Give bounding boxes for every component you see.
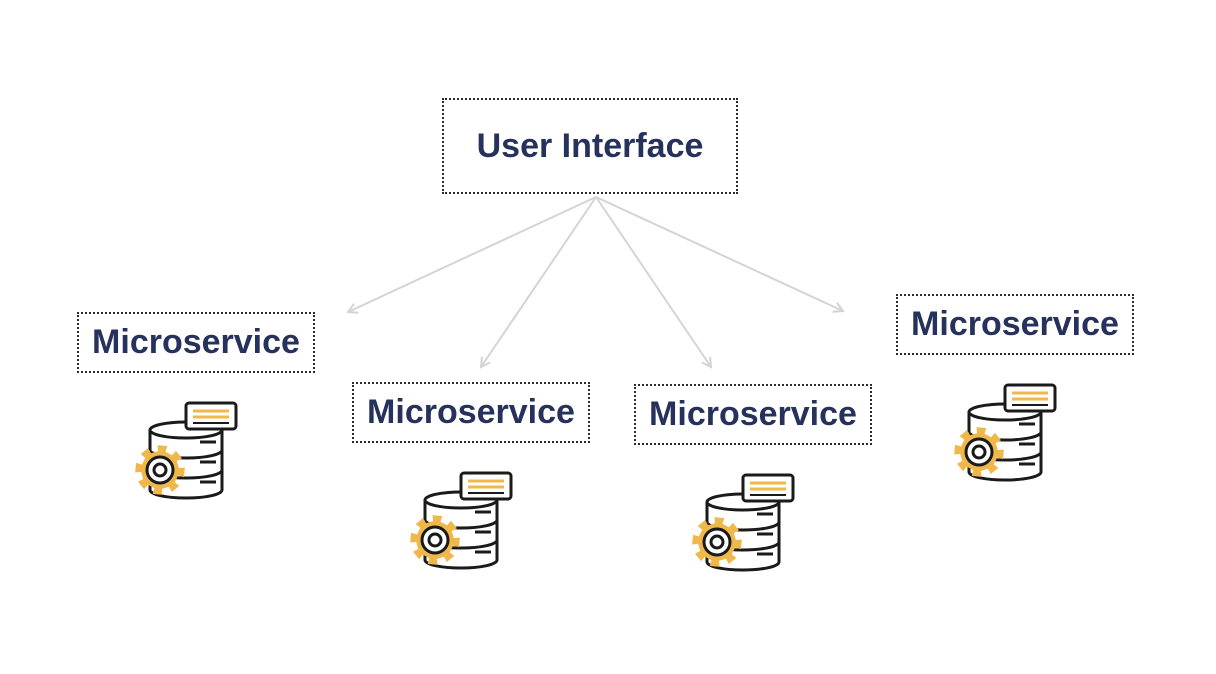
arrow-to-microservice-1 — [348, 196, 597, 312]
user-interface-label: User Interface — [476, 126, 704, 165]
database-gear-icon — [135, 401, 238, 500]
arrow-to-microservice-3 — [595, 196, 711, 367]
database-gear-icon — [954, 383, 1057, 482]
microservice-label: Microservice — [649, 395, 857, 433]
microservice-label: Microservice — [367, 393, 575, 431]
arrow-to-microservice-4 — [595, 196, 843, 311]
database-gear-icon — [692, 473, 795, 572]
database-gear-icon — [410, 471, 513, 570]
arrow-to-microservice-2 — [481, 196, 597, 367]
microservice-label: Microservice — [911, 305, 1119, 343]
microservice-node-1: Microservice — [77, 312, 315, 373]
microservice-node-4: Microservice — [896, 294, 1134, 355]
microservice-node-3: Microservice — [634, 384, 872, 445]
microservice-label: Microservice — [92, 323, 300, 361]
user-interface-node: User Interface — [442, 98, 738, 194]
microservice-node-2: Microservice — [352, 382, 590, 443]
